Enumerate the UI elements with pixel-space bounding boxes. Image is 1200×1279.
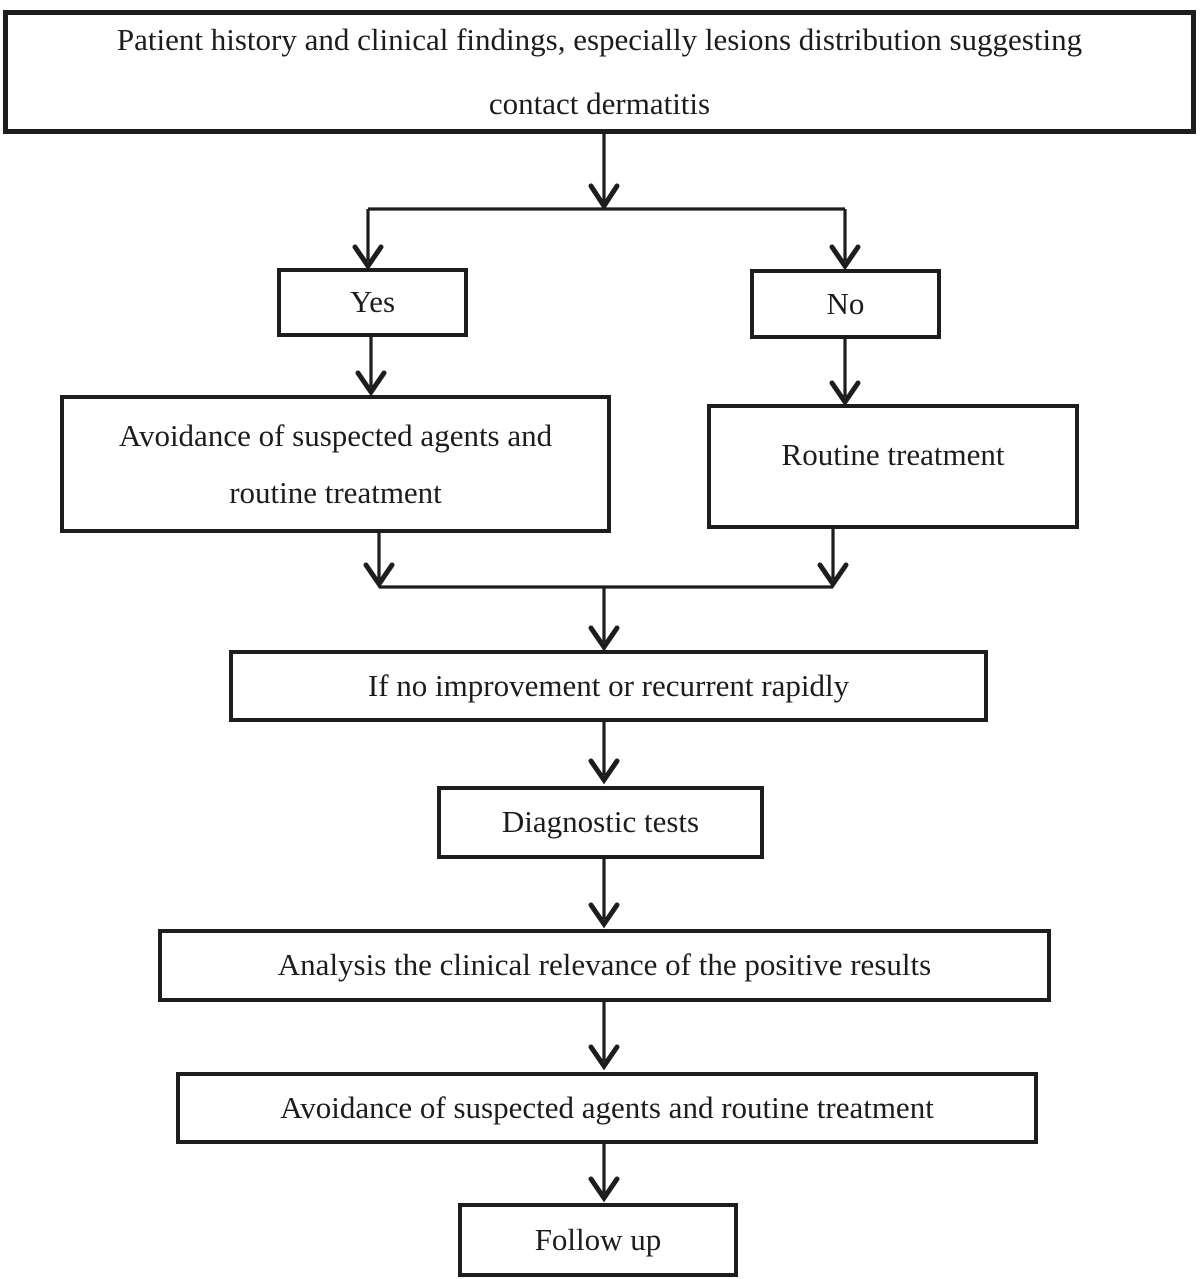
arrow-start-down [588, 134, 620, 211]
node-yes-label: Yes [349, 284, 396, 320]
branch-connector [352, 207, 861, 271]
arrow-yes-down [355, 337, 387, 397]
node-follow-up: Follow up [458, 1203, 738, 1277]
node-analysis-relevance: Analysis the clinical relevance of the p… [158, 929, 1051, 1002]
node-avoidance-line2: routine treatment [229, 475, 442, 510]
arrow-avoidance-down [363, 533, 395, 589]
node-no-improvement-label: If no improvement or recurrent rapidly [367, 667, 850, 703]
merge-connector [379, 585, 833, 652]
node-routine-treatment: Routine treatment [707, 404, 1079, 529]
node-avoidance-and-routine: Avoidance of suspected agents and routin… [60, 395, 611, 533]
node-patient-history: Patient history and clinical findings, e… [3, 10, 1196, 134]
arrow-analysis-down [588, 1002, 620, 1071]
node-no-label: No [826, 285, 865, 321]
node-follow-up-label: Follow up [534, 1221, 662, 1257]
node-no: No [750, 269, 941, 339]
arrow-routine-down [817, 529, 849, 589]
arrow-avoidance2-down [588, 1144, 620, 1203]
node-diagnostic-tests: Diagnostic tests [437, 786, 764, 859]
arrow-improvement-down [588, 722, 620, 785]
arrow-no-down [829, 339, 861, 407]
node-routine-treatment-label: Routine treatment [781, 437, 1005, 472]
arrow-diagnostic-down [588, 859, 620, 929]
node-patient-history-line2: contact dermatitis [488, 86, 711, 121]
node-avoidance-and-routine-full: Avoidance of suspected agents and routin… [176, 1072, 1038, 1144]
node-avoidance-line1: Avoidance of suspected agents and [118, 417, 553, 453]
node-analysis-relevance-label: Analysis the clinical relevance of the p… [277, 947, 932, 983]
node-patient-history-line1: Patient history and clinical findings, e… [116, 22, 1083, 58]
node-no-improvement: If no improvement or recurrent rapidly [229, 650, 988, 722]
node-avoidance-full-label: Avoidance of suspected agents and routin… [280, 1089, 934, 1125]
node-diagnostic-tests-label: Diagnostic tests [501, 804, 700, 840]
node-yes: Yes [277, 268, 468, 337]
